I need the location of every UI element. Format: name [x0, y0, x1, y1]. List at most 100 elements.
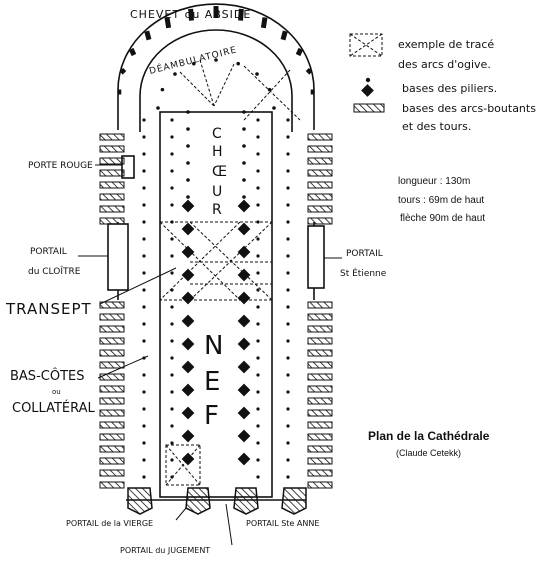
label-portail-etienne-2: St Étienne — [340, 267, 387, 279]
buttress-left — [99, 301, 125, 309]
pillar-base-small — [142, 237, 146, 241]
info-length: longueur : 130m — [398, 176, 470, 187]
pillar-base-small — [142, 254, 146, 258]
pillar-base-large — [237, 314, 251, 328]
pillar-base-large — [237, 452, 251, 466]
buttress-right — [307, 409, 333, 417]
pillar-base-large — [237, 406, 251, 420]
pillar-base-small — [256, 407, 260, 411]
legend-vault-icon — [349, 33, 383, 57]
svg-text:N: N — [204, 331, 223, 361]
legend-buttress-icon — [353, 103, 385, 113]
pillar-base-small — [256, 118, 260, 122]
label-portail-cloitre-2: du CLOÎTRE — [28, 265, 81, 277]
pillar-base-small — [170, 458, 174, 462]
svg-text:R: R — [212, 202, 222, 218]
buttress-left — [99, 373, 125, 381]
pillar-base-small — [142, 288, 146, 292]
pillar-base-small — [256, 237, 260, 241]
svg-text:C: C — [212, 126, 222, 142]
svg-text:Œ: Œ — [212, 164, 227, 180]
pillar-base-small — [142, 152, 146, 156]
buttress-left — [99, 169, 125, 177]
legend: exemple de tracé des arcs d'ogive. bases… — [349, 33, 536, 133]
label-transept: TRANSEPT — [5, 300, 92, 318]
porte-rouge-box — [121, 155, 135, 179]
pointer-transept — [99, 267, 177, 305]
pillar-base-small — [286, 118, 290, 122]
label-ou: ou — [52, 388, 61, 396]
pillar-base-small — [170, 271, 174, 275]
svg-text:F: F — [204, 401, 219, 431]
pillar-base-small — [142, 220, 146, 224]
pillar-base-large — [237, 199, 251, 213]
info-towers: tours : 69m de haut — [398, 195, 484, 206]
pillar-base-small — [170, 186, 174, 190]
buttress-right — [307, 217, 333, 225]
label-portail-vierge: PORTAIL de la VIERGE — [66, 519, 153, 528]
buttress-left — [99, 457, 125, 465]
legend-pillar-icon — [365, 77, 371, 83]
label-porte-rouge: PORTE ROUGE — [28, 161, 93, 171]
pillar-base-apse — [255, 72, 259, 76]
pointer-jugement — [225, 503, 233, 546]
pillar-base-small — [170, 237, 174, 241]
vault-traces — [159, 59, 301, 486]
transept-portals — [107, 155, 325, 291]
buttress-right — [307, 157, 333, 165]
label-choeur: C H Œ U R — [212, 126, 227, 218]
pillar-base-small — [256, 475, 260, 479]
buttress-right — [307, 181, 333, 189]
pillar-base-small — [170, 135, 174, 139]
pillar-base-small — [286, 288, 290, 292]
pillar-base-large — [237, 383, 251, 397]
pillar-base-small — [170, 254, 174, 258]
buttress-left — [99, 181, 125, 189]
label-chevet: CHEVET ou ABSIDE — [130, 8, 251, 21]
buttress-left — [99, 337, 125, 345]
apse-buttress — [164, 17, 172, 29]
pillar-base-small — [170, 475, 174, 479]
pillar-base-apse — [160, 87, 165, 92]
pillar-base-small — [256, 169, 260, 173]
apse-buttress — [128, 47, 137, 57]
pillar-base-apse — [214, 58, 218, 62]
buttress-left — [99, 193, 125, 201]
buttress-right — [307, 445, 333, 453]
label-bas-cotes: BAS-CÔTES — [10, 368, 84, 384]
apse-buttress — [144, 30, 152, 41]
label-deambulatoire: DÉAMBULATOIRE — [148, 43, 238, 76]
pillar-base-small — [256, 424, 260, 428]
pillar-base-small — [142, 118, 146, 122]
pillar-base-small — [170, 305, 174, 309]
dimensions-info: longueur : 130m tours : 69m de haut flèc… — [398, 176, 485, 224]
label-portail-anne: PORTAIL Ste ANNE — [246, 519, 319, 528]
buttress-left — [99, 469, 125, 477]
buttress-left — [99, 133, 125, 141]
buttress-right — [307, 469, 333, 477]
apse-buttress — [305, 67, 313, 75]
apse-buttress — [295, 47, 304, 57]
pillar-base-apse — [272, 106, 276, 110]
legend-item2: bases des piliers. — [402, 82, 497, 95]
pointer-bas-cotes — [97, 355, 149, 379]
buttress-right — [307, 397, 333, 405]
pillar-base-small — [256, 305, 260, 309]
label-portail-cloitre-1: PORTAIL — [30, 247, 67, 257]
pillar-base-small — [170, 441, 174, 445]
pillar-base-choir — [242, 178, 246, 182]
pillar-base-large — [181, 314, 195, 328]
legend-item1-line1: exemple de tracé — [398, 38, 494, 51]
portail-etienne-box — [307, 225, 325, 289]
pillar-base-apse — [156, 106, 160, 110]
pillar-base-large — [237, 291, 251, 305]
pillar-base-large — [181, 406, 195, 420]
buttress-left — [99, 157, 125, 165]
pillar-base-small — [256, 135, 260, 139]
buttress-left — [99, 349, 125, 357]
buttress-left — [99, 433, 125, 441]
label-portail-etienne-1: PORTAIL — [346, 249, 383, 259]
svg-text:U: U — [212, 184, 222, 200]
pillar-base-small — [142, 424, 146, 428]
